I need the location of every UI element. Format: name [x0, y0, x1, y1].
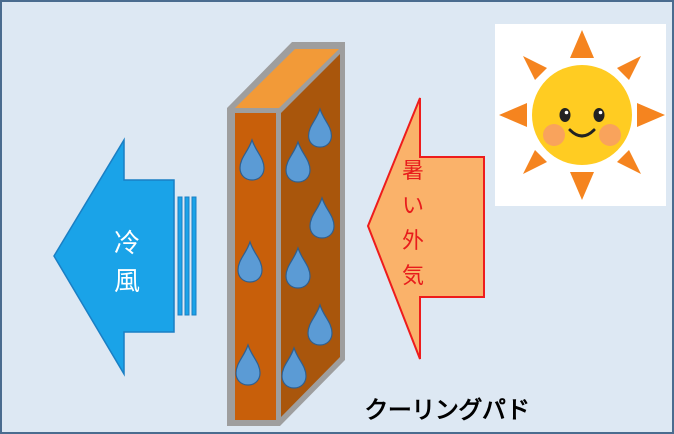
cool-air-label-2: 風: [114, 267, 140, 297]
hot-air-label-2: い: [402, 194, 424, 219]
cool-air-label-1: 冷: [114, 229, 140, 259]
water-drops: [235, 107, 335, 389]
water-drop-icon: [239, 138, 265, 181]
cool-air-arrow: 冷 風: [53, 137, 197, 377]
water-drop-icon: [307, 303, 333, 346]
hot-air-label-1: 暑: [402, 159, 424, 184]
water-drop-icon: [235, 343, 261, 386]
water-drop-icon: [309, 196, 335, 239]
hot-air-label-3: 外: [402, 229, 424, 254]
hot-air-arrow: 暑 い 外 気: [366, 97, 485, 360]
water-drop-icon: [281, 346, 307, 389]
sun-illustration: [495, 24, 666, 206]
water-drop-icon: [237, 240, 263, 283]
water-drop-icon: [285, 140, 311, 183]
smiling-sun-icon: [499, 30, 665, 200]
cooling-pad-label: クーリングパド: [364, 396, 530, 424]
water-drop-icon: [285, 246, 311, 289]
water-drop-icon: [308, 107, 332, 148]
hot-air-label-4: 気: [402, 264, 424, 289]
